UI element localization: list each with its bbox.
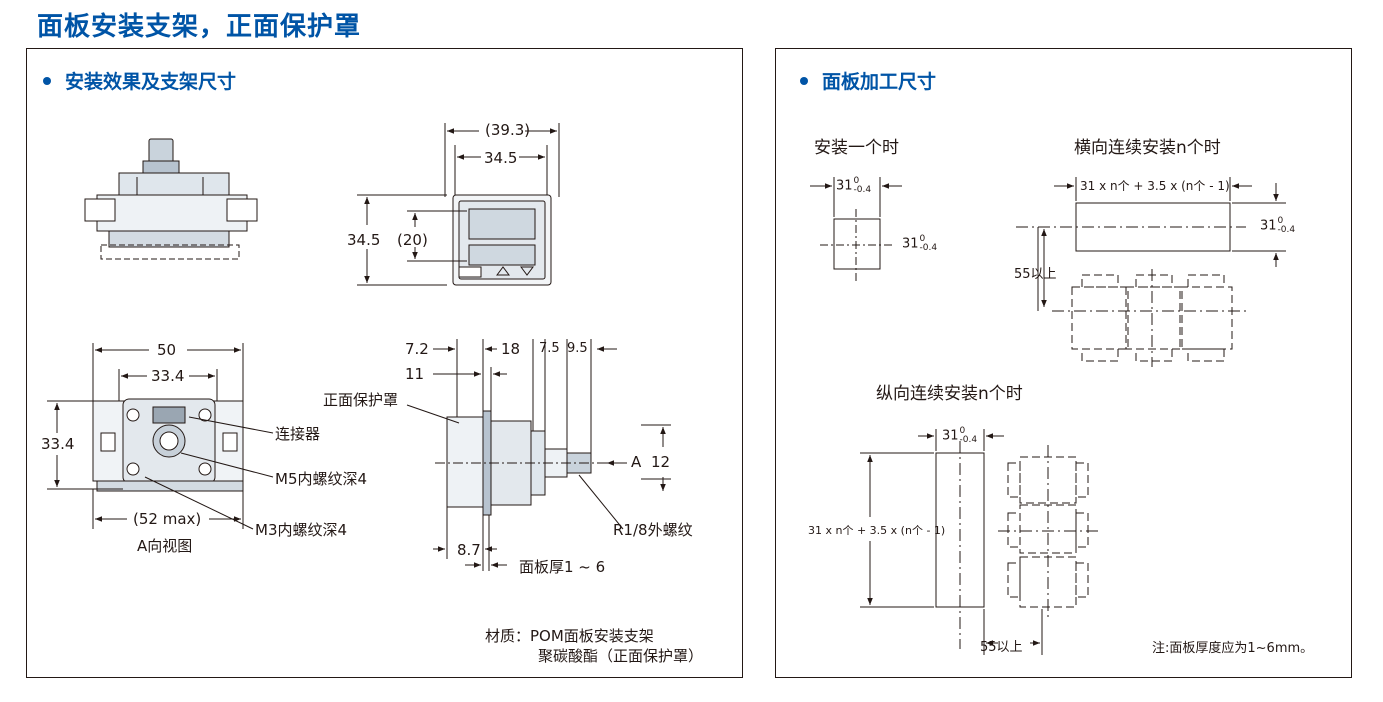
single-cutout-drawing bbox=[810, 177, 902, 281]
dim-50: 50 bbox=[157, 341, 177, 359]
tolerance-lower: -0.4 bbox=[919, 243, 938, 253]
dim-9-5: 9.5 bbox=[567, 341, 588, 356]
tolerance-upper: 0 bbox=[959, 426, 966, 436]
front-view-drawing bbox=[357, 123, 560, 286]
dim-12: 12 bbox=[651, 453, 671, 471]
m3-thread-label: M3内螺纹深4 bbox=[255, 521, 348, 539]
front-cover-label: 正面保护罩 bbox=[323, 391, 399, 409]
horizontal-formula: 31 x n个 + 3.5 x (n个 - 1) bbox=[1080, 179, 1230, 193]
mounting-drawings bbox=[47, 123, 671, 571]
arrow-a-label: A bbox=[631, 453, 642, 471]
dim-33-4-width: 33.4 bbox=[151, 367, 185, 385]
side-view-drawing bbox=[406, 339, 671, 571]
bullet-icon bbox=[43, 76, 51, 85]
cutout-section-heading: 面板加工尺寸 bbox=[800, 67, 936, 94]
vertical-cutout-drawing bbox=[860, 429, 1098, 655]
cutout-drawings bbox=[810, 177, 1286, 655]
panel-cutout-panel: 面板加工尺寸 安装一个时 横向连续安装n个时 纵向连续安装n个时 bbox=[775, 48, 1352, 678]
tolerance-lower: -0.4 bbox=[959, 435, 978, 445]
tolerance-upper: 0 bbox=[1277, 216, 1284, 226]
dim-8-7: 8.7 bbox=[457, 541, 481, 559]
dim-33-4-height: 33.4 bbox=[41, 435, 75, 453]
dim-31-value: 31 bbox=[902, 236, 919, 252]
single-mount-title: 安装一个时 bbox=[814, 138, 899, 158]
horizontal-spacing: 55以上 bbox=[1014, 267, 1057, 282]
horizontal-cutout-drawing bbox=[1016, 177, 1286, 367]
mounted-product-illustration bbox=[84, 138, 258, 260]
vertical-formula: 31 x n个 + 3.5 x (n个 - 1) bbox=[808, 524, 946, 537]
a-view-drawing bbox=[47, 343, 274, 530]
dim-52-max: (52 max) bbox=[133, 510, 202, 528]
dim-34-5-height: 34.5 bbox=[347, 231, 381, 249]
m5-thread-label: M5内螺纹深4 bbox=[275, 470, 368, 488]
dim-7-5: 7.5 bbox=[539, 341, 560, 356]
cutout-heading-text: 面板加工尺寸 bbox=[822, 71, 937, 93]
dim-39-3: (39.3) bbox=[485, 121, 531, 139]
material-line-2: 聚碳酸酯（正面保护罩） bbox=[538, 647, 704, 665]
dim-11: 11 bbox=[405, 365, 425, 383]
page-title: 面板安装支架，正面保护罩 bbox=[37, 12, 362, 42]
mounting-section-heading: 安装效果及支架尺寸 bbox=[43, 67, 236, 94]
horizontal-mount-title: 横向连续安装n个时 bbox=[1074, 138, 1221, 158]
dim-18: 18 bbox=[501, 340, 521, 358]
dim-31-value: 31 bbox=[1260, 218, 1277, 234]
tolerance-upper: 0 bbox=[853, 176, 860, 186]
mounting-heading-text: 安装效果及支架尺寸 bbox=[65, 71, 237, 93]
vertical-spacing: 55以上 bbox=[980, 640, 1023, 655]
thread-r18-label: R1/8外螺纹 bbox=[613, 521, 693, 539]
dim-20: (20) bbox=[397, 231, 428, 249]
dim-31-value: 31 bbox=[836, 178, 853, 194]
dim-34-5-width: 34.5 bbox=[484, 149, 518, 167]
material-line-1: 材质：POM面板安装支架 bbox=[485, 627, 654, 645]
vertical-mount-title: 纵向连续安装n个时 bbox=[876, 384, 1023, 404]
panel-thickness-label: 面板厚1 ~ 6 bbox=[519, 558, 606, 576]
tolerance-lower: -0.4 bbox=[853, 185, 872, 195]
dim-31-value: 31 bbox=[942, 428, 959, 444]
dim-7-2: 7.2 bbox=[405, 340, 429, 358]
mounting-dimensions-panel: 安装效果及支架尺寸 bbox=[26, 48, 743, 678]
connector-label: 连接器 bbox=[275, 425, 321, 443]
bullet-icon bbox=[800, 76, 808, 85]
tolerance-lower: -0.4 bbox=[1277, 225, 1296, 235]
tolerance-upper: 0 bbox=[919, 234, 926, 244]
a-view-caption: A向视图 bbox=[137, 537, 193, 555]
panel-thickness-note: 注:面板厚度应为1~6mm。 bbox=[1152, 641, 1314, 656]
